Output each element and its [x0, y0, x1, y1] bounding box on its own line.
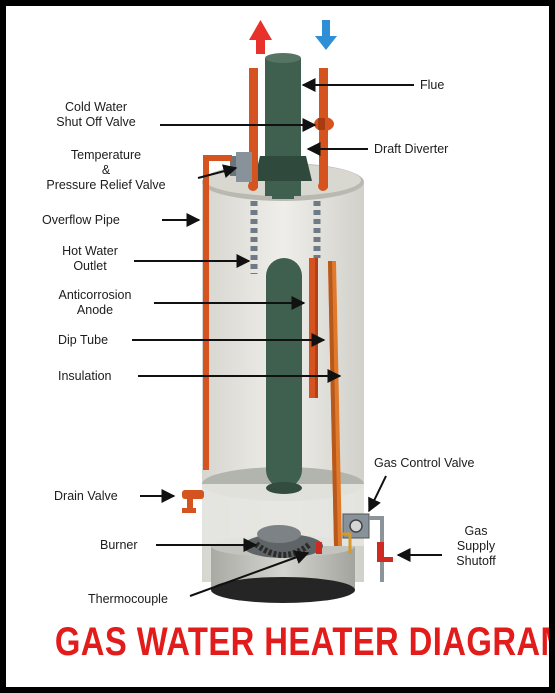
tp-relief-line3: Pressure Relief Valve — [46, 178, 166, 192]
leader-arrows — [132, 78, 442, 597]
drain-valve — [182, 490, 204, 513]
water-heater-illustration — [132, 20, 442, 603]
label-insulation: Insulation — [58, 369, 112, 384]
cold-water-shutoff-line2: Shut Off Valve — [56, 115, 136, 129]
flue-text: Flue — [420, 78, 445, 92]
anode-line2: Anode — [76, 303, 114, 317]
insulation-text: Insulation — [58, 369, 112, 383]
label-dip-tube: Dip Tube — [58, 333, 108, 348]
diagram-title: GAS WATER HEATER DIAGRAM — [54, 620, 549, 664]
tp-valve-leader — [197, 164, 238, 179]
gas-supply-line3: Shutoff — [456, 554, 496, 568]
label-flue: Flue — [420, 78, 444, 93]
thermocouple-text: Thermocouple — [88, 592, 168, 606]
hot-water-out-arrow — [249, 20, 272, 54]
label-gas-control-valve: Gas Control Valve — [374, 456, 475, 471]
overflow-pipe-text: Overflow Pipe — [42, 213, 120, 227]
hot-water-outlet-line2: Outlet — [73, 259, 107, 273]
label-overflow-pipe: Overflow Pipe — [42, 213, 120, 228]
gas-supply-line2: Supply — [456, 539, 496, 553]
label-thermocouple: Thermocouple — [88, 592, 168, 607]
label-cold-water-shutoff: Cold Water Shut Off Valve — [36, 100, 156, 130]
tp-relief-line2: & — [101, 163, 111, 177]
label-gas-supply-shutoff: Gas Supply Shutoff — [446, 524, 506, 569]
flue-pipe — [265, 53, 302, 494]
gas-supply-line1: Gas — [464, 524, 488, 538]
label-draft-diverter: Draft Diverter — [374, 142, 448, 157]
hot-water-pipe — [248, 68, 328, 191]
cold-water-shutoff-valve — [314, 117, 334, 131]
draft-diverter-text: Draft Diverter — [374, 142, 449, 156]
anode-line1: Anticorrosion — [58, 288, 132, 302]
gas-supply-shutoff — [377, 542, 393, 562]
gas-control-valve-text: Gas Control Valve — [374, 456, 475, 470]
label-hot-water-outlet: Hot Water Outlet — [52, 244, 128, 274]
burner-text: Burner — [100, 538, 138, 552]
drain-valve-text: Drain Valve — [54, 489, 118, 503]
dip-tube-text: Dip Tube — [58, 333, 109, 347]
anode-rod — [328, 261, 342, 546]
tp-relief-line1: Temperature — [70, 148, 142, 162]
label-drain-valve: Drain Valve — [54, 489, 118, 504]
dashed-inner-pipes — [250, 201, 321, 274]
draft-diverter — [254, 156, 312, 199]
overflow-pipe — [203, 155, 232, 470]
cold-water-in-arrow — [315, 20, 337, 50]
thermocouple-leader — [189, 550, 310, 597]
label-tp-relief-valve: Temperature & Pressure Relief Valve — [20, 148, 192, 193]
gas-control-leader — [368, 475, 387, 513]
label-anticorrosion-anode: Anticorrosion Anode — [42, 288, 148, 318]
cold-water-shutoff-line1: Cold Water — [64, 100, 128, 114]
diagram-panel: Flue Cold Water Shut Off Valve Temperatu… — [6, 6, 549, 687]
label-burner: Burner — [100, 538, 138, 553]
hot-water-outlet-line1: Hot Water — [62, 244, 118, 258]
